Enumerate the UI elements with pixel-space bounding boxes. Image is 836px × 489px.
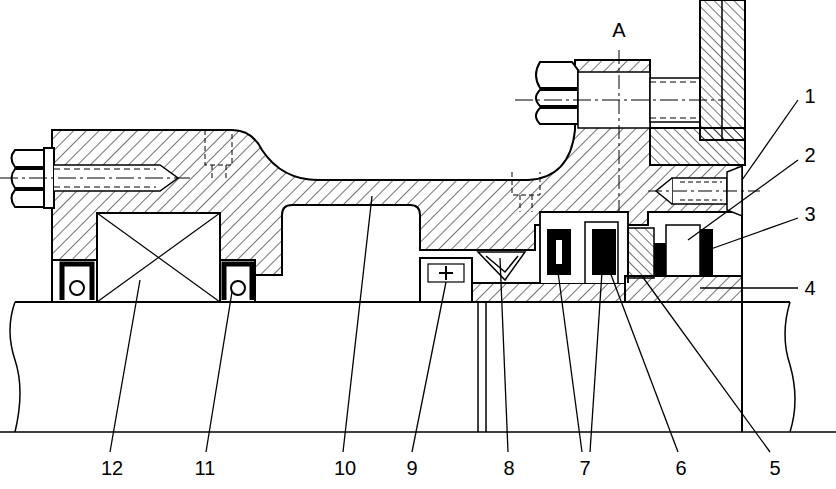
callout-number: 11	[195, 458, 216, 478]
callout-number: 6	[675, 458, 686, 478]
callout-number: 10	[334, 458, 356, 478]
callout-number: 3	[804, 204, 815, 224]
callout-number: 8	[503, 458, 514, 478]
callout-number: 7	[579, 458, 590, 478]
callout-number: 4	[804, 278, 815, 298]
callout-number: 9	[406, 458, 417, 478]
callout-number: 1	[804, 86, 815, 106]
callout-number: 2	[804, 145, 815, 165]
callout-number: A	[612, 20, 625, 40]
callout-number: 5	[769, 458, 780, 478]
callout-number: 12	[101, 458, 123, 478]
